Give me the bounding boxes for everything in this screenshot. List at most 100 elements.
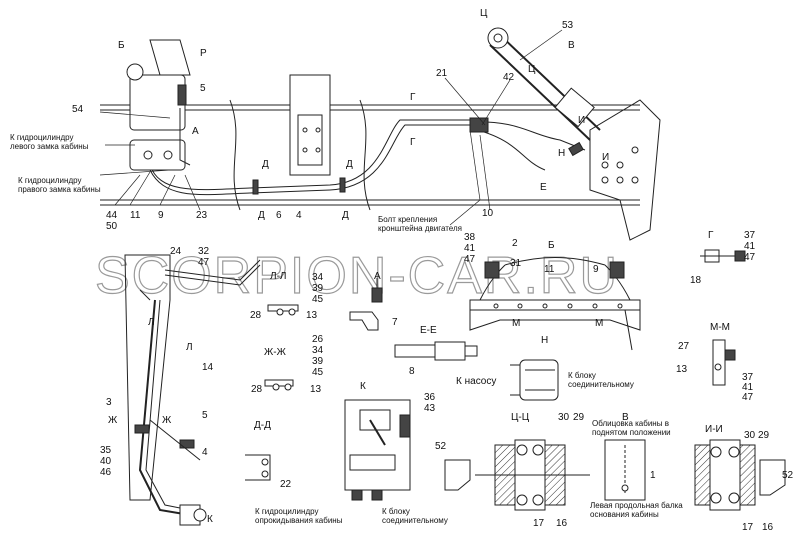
- part-29b: 29: [758, 430, 770, 441]
- part-4a: 4: [296, 210, 302, 221]
- part-3: 3: [106, 397, 112, 408]
- part-9b: 9: [593, 264, 599, 275]
- part-i1: И: [578, 115, 585, 126]
- part-52a: 52: [435, 441, 447, 452]
- part-32: 32: [198, 246, 210, 257]
- part-39b: 39: [312, 356, 324, 367]
- part-39a: 39: [312, 283, 324, 294]
- part-23: 23: [196, 210, 208, 221]
- part-38: 38: [464, 232, 476, 243]
- section-a: А: [374, 271, 381, 282]
- part-26: 26: [312, 334, 324, 345]
- part-l2: Л: [186, 342, 193, 353]
- section-b-top: Б: [118, 40, 125, 51]
- part-29a: 29: [573, 412, 585, 423]
- part-22: 22: [280, 479, 292, 490]
- part-54: 54: [72, 104, 84, 115]
- part-21: 21: [436, 68, 448, 79]
- section-ts-ts: Ц-Ц: [511, 412, 530, 423]
- part-16b: 16: [762, 522, 774, 533]
- section-l-l: Л-Л: [270, 271, 286, 282]
- leader-lines: [99, 29, 563, 226]
- part-13b: 13: [310, 384, 322, 395]
- part-17a: 17: [533, 518, 545, 529]
- section-ts-top: Ц: [480, 8, 488, 19]
- part-34b: 34: [312, 345, 324, 356]
- part-8: 8: [409, 366, 415, 377]
- callout-to-pump: К насосу: [456, 376, 496, 387]
- part-5a: 5: [200, 83, 206, 94]
- part-45a: 45: [312, 294, 324, 305]
- part-37b: 37: [742, 372, 754, 383]
- part-41b: 41: [744, 241, 756, 252]
- part-l1: Л: [148, 317, 155, 328]
- part-46: 46: [100, 467, 112, 478]
- part-41c: 41: [742, 382, 754, 393]
- part-18: 18: [690, 275, 702, 286]
- part-14: 14: [202, 362, 214, 373]
- section-zh-zh: Ж-Ж: [264, 347, 287, 358]
- part-13a: 13: [306, 310, 318, 321]
- part-d4: Д: [342, 210, 349, 221]
- section-g: Г: [708, 230, 714, 241]
- part-11b: 11: [544, 264, 555, 275]
- part-17b: 17: [742, 522, 754, 533]
- section-e-e: Е-Е: [420, 325, 437, 336]
- part-11a: 11: [130, 210, 141, 221]
- part-g2: Г: [410, 137, 416, 148]
- part-43: 43: [424, 403, 436, 414]
- part-34a: 34: [312, 272, 324, 283]
- section-v-top: В: [568, 40, 575, 51]
- part-24: 24: [170, 246, 182, 257]
- part-4b: 4: [202, 447, 208, 458]
- part-10: 10: [482, 208, 494, 219]
- watermark-text: SCORPION-CAR.RU: [95, 247, 619, 305]
- part-47b: 47: [464, 254, 476, 265]
- part-ts-lbl: Ц: [528, 64, 536, 75]
- section-n: Н: [541, 335, 548, 346]
- part-47a: 47: [198, 257, 210, 268]
- part-9a: 9: [158, 210, 164, 221]
- part-d1: Д: [262, 159, 269, 170]
- part-a-lbl: А: [192, 126, 199, 137]
- part-zh1: Ж: [108, 415, 118, 426]
- part-47c: 47: [744, 252, 756, 263]
- part-35: 35: [100, 445, 112, 456]
- section-v-low: В: [622, 412, 629, 423]
- section-i-i: И-И: [705, 424, 723, 435]
- part-16a: 16: [556, 518, 568, 529]
- part-41a: 41: [464, 243, 476, 254]
- section-k: К: [360, 381, 366, 392]
- part-42: 42: [503, 72, 515, 83]
- part-e-lbl: Е: [540, 182, 547, 193]
- part-37a: 37: [744, 230, 756, 241]
- part-30b: 30: [744, 430, 756, 441]
- part-27: 27: [678, 341, 690, 352]
- section-labels: Б В Ц Б Л-Л А Е-Е Ж-Ж Н К Г М-М Д-Д Ц-Ц …: [118, 8, 730, 435]
- section-b-mid: Б: [548, 240, 555, 251]
- part-30a: 30: [558, 412, 570, 423]
- part-k-lbl: К: [207, 514, 213, 525]
- detail-views: [245, 249, 786, 511]
- part-i2: И: [602, 152, 609, 163]
- part-numbers: Р 5 54 А 44 50 11 9 23 6 4 Д Д Д Д Г Г 2…: [72, 20, 794, 533]
- part-2: 2: [512, 238, 518, 249]
- part-g1: Г: [410, 92, 416, 103]
- part-p: Р: [200, 48, 207, 59]
- cab-beam-view: [469, 257, 641, 351]
- part-31: 31: [510, 258, 522, 269]
- part-50: 50: [106, 221, 118, 232]
- part-28b: 28: [251, 384, 263, 395]
- part-6: 6: [276, 210, 282, 221]
- part-7: 7: [392, 317, 398, 328]
- part-n-lbl: Н: [558, 148, 565, 159]
- part-d2: Д: [258, 210, 265, 221]
- part-52b: 52: [782, 470, 794, 481]
